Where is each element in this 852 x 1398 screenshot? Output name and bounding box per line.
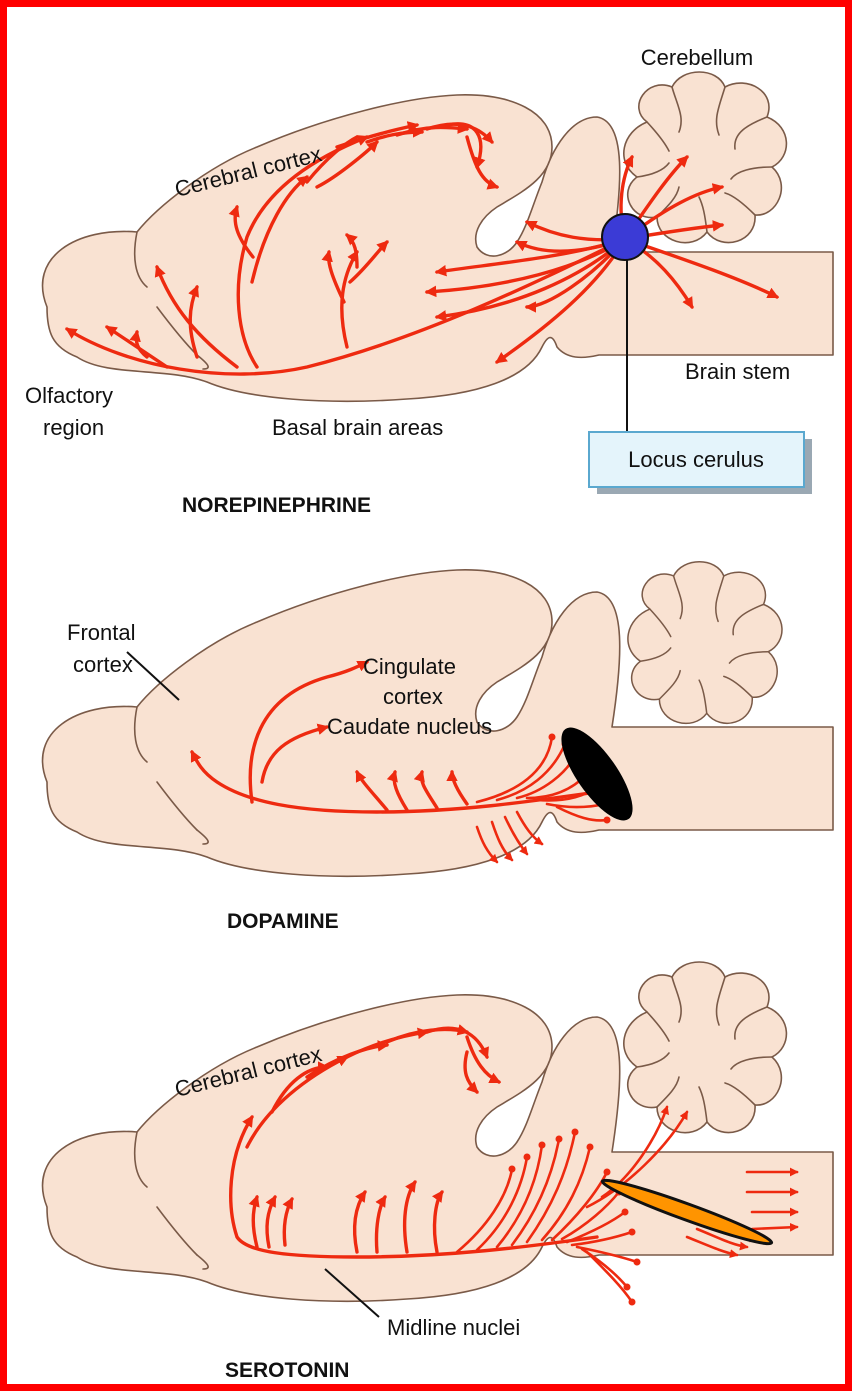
neurotransmitter-pathways-diagram: Cerebellum Cerebral cortex Olfactory reg… [7,7,852,1398]
panel-norepinephrine: Cerebellum Cerebral cortex Olfactory reg… [25,45,833,517]
label-cerebellum: Cerebellum [641,45,754,70]
label-basal-brain-areas: Basal brain areas [272,415,443,440]
label-frontal: Frontal [67,620,135,645]
label-locus-cerulus: Locus cerulus [628,447,764,472]
title-norepinephrine: NOREPINEPHRINE [182,494,371,517]
label-olfactory-region: region [43,415,104,440]
cerebellum-shape [624,962,787,1133]
title-serotonin: SEROTONIN [225,1359,349,1382]
label-brain-stem: Brain stem [685,359,790,384]
label-frontal-cortex: cortex [73,652,133,677]
label-cingulate: Cingulate [363,654,456,679]
title-dopamine: DOPAMINE [227,910,339,933]
panel-dopamine: Frontal cortex Cingulate cortex Caudate … [43,562,833,933]
label-olfactory: Olfactory [25,383,113,408]
label-cingulate-cortex: cortex [383,684,443,709]
cerebellum-shape [624,72,787,243]
panel-serotonin: Cerebral cortex Midline nuclei SEROTONIN [43,962,833,1382]
label-midline-nuclei: Midline nuclei [387,1315,520,1340]
cerebellum-shape [628,562,782,724]
locus-cerulus-marker [602,214,648,260]
label-caudate-nucleus: Caudate nucleus [327,714,492,739]
